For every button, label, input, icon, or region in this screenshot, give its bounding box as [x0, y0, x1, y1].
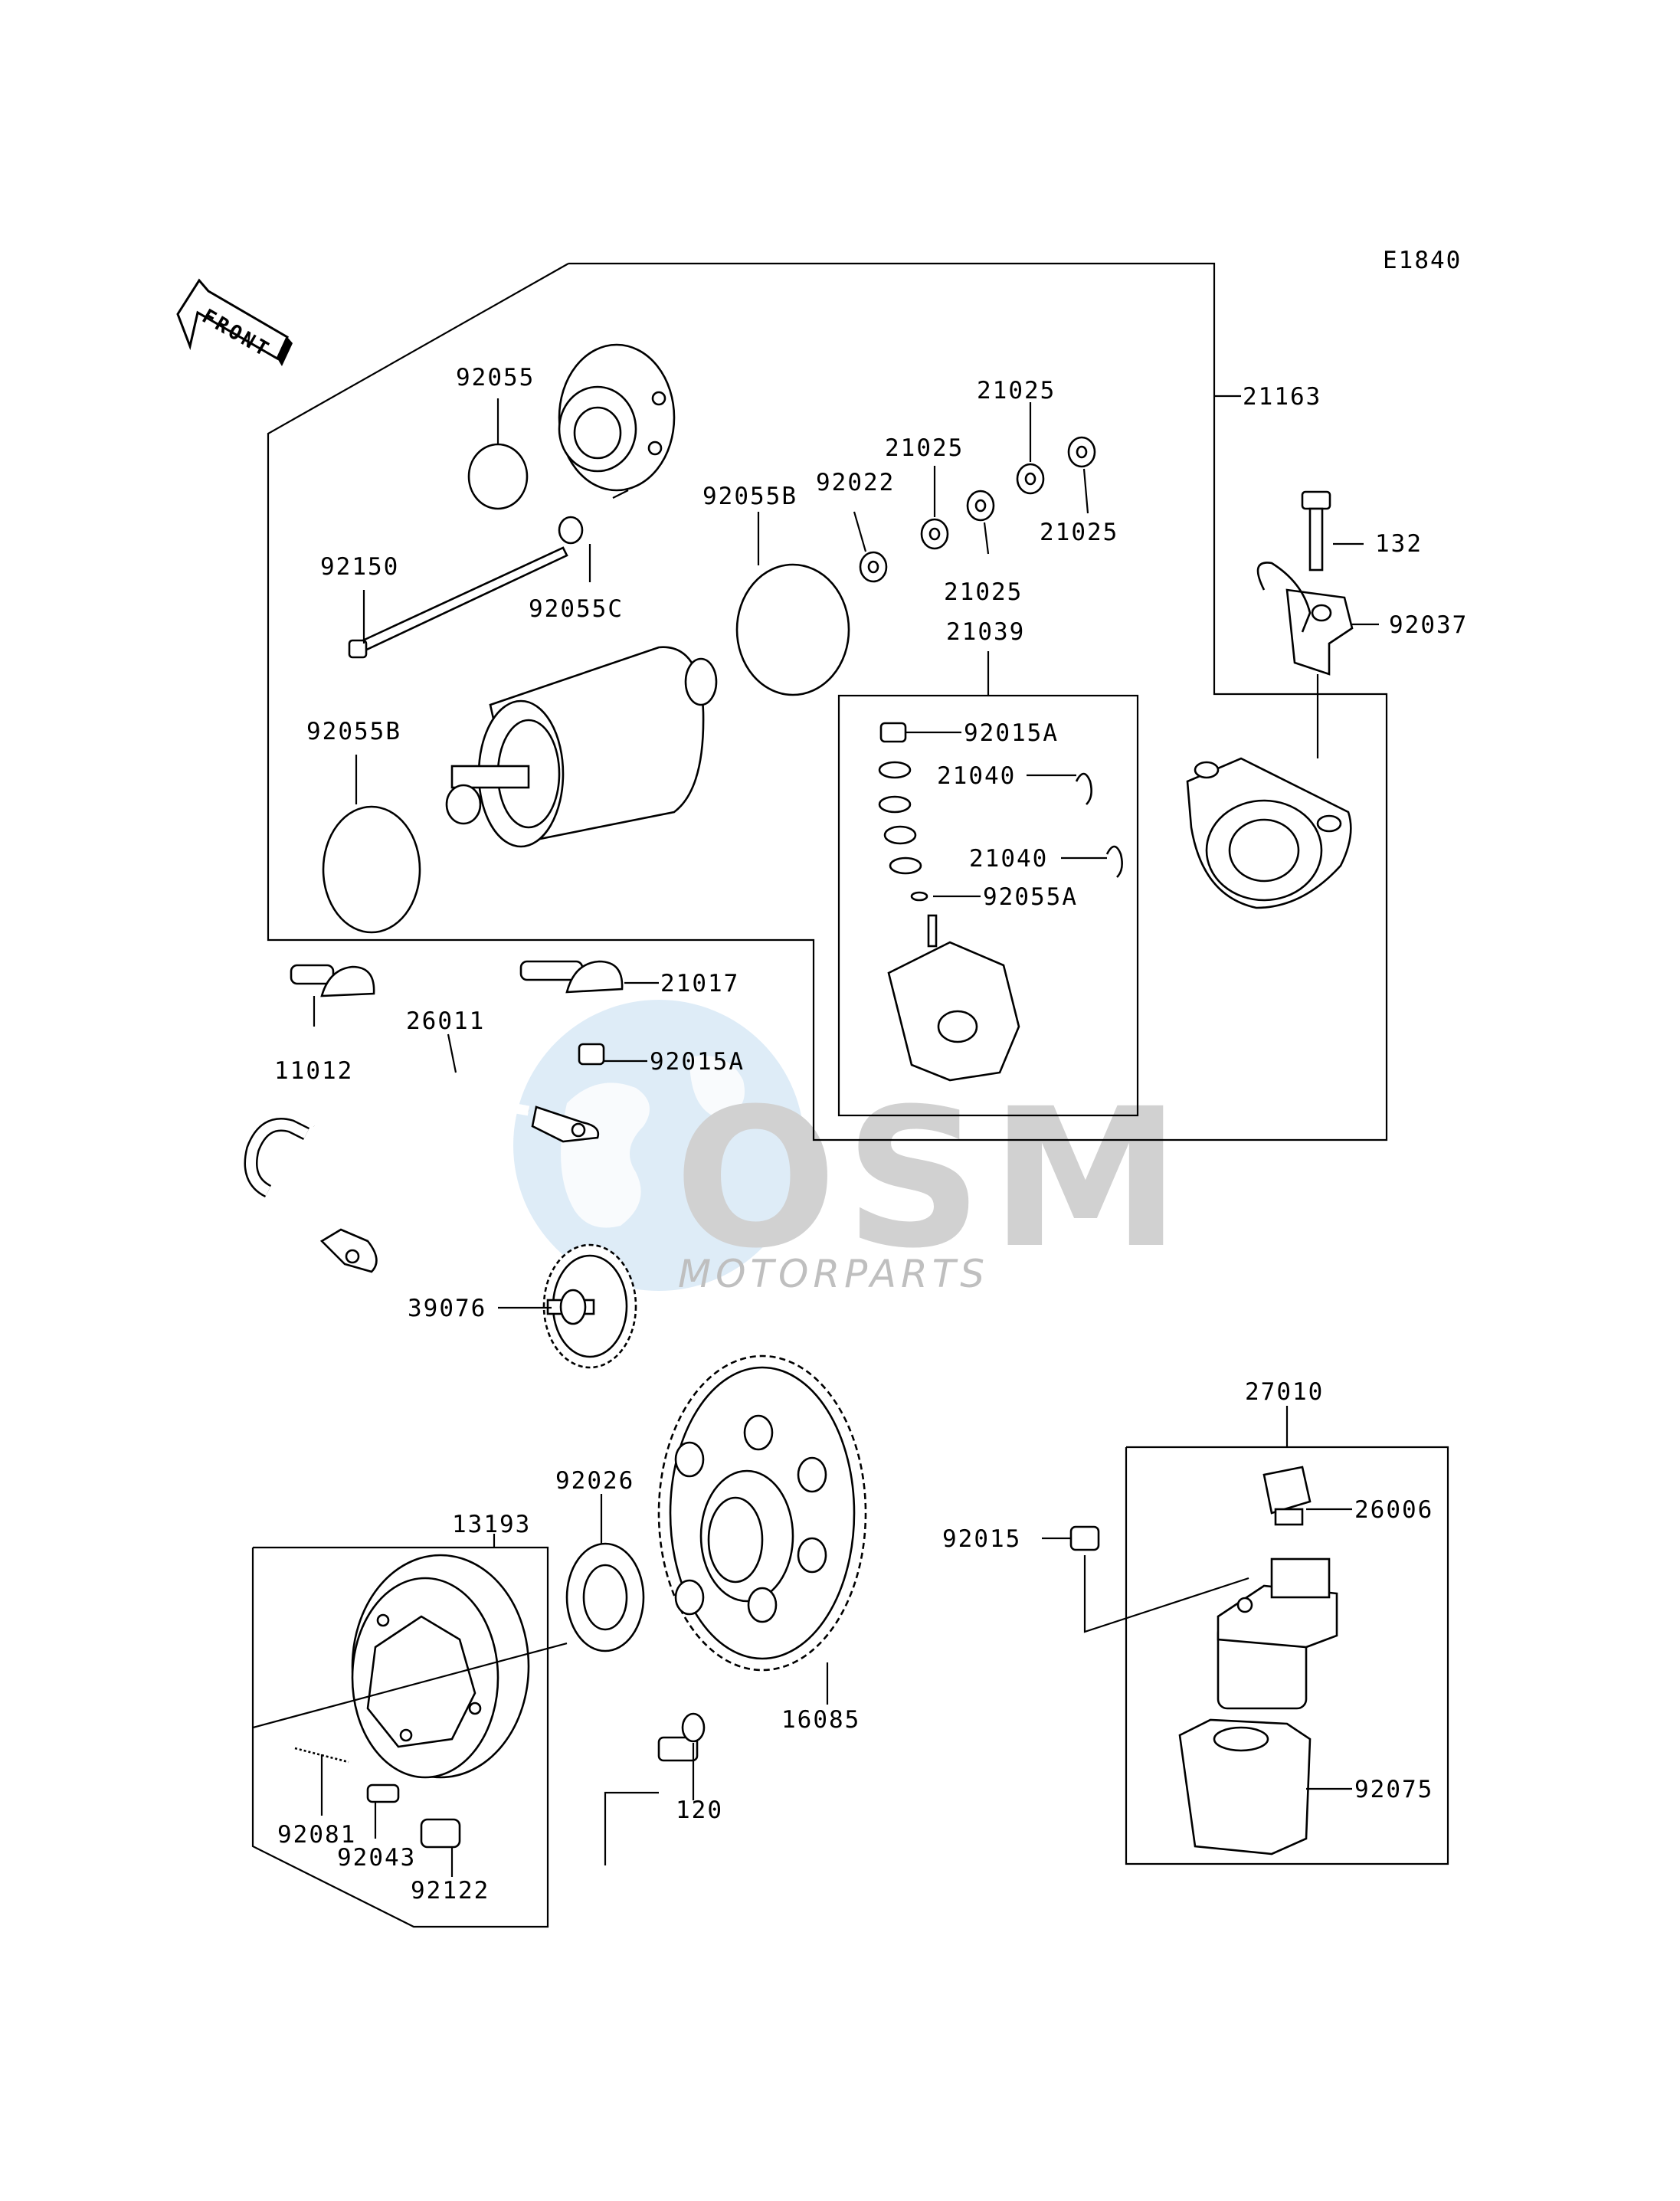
roller-92122-part — [420, 1818, 461, 1849]
label-11012: 11012 — [274, 1057, 353, 1085]
label-26011: 26011 — [406, 1007, 485, 1035]
label-92043: 92043 — [337, 1844, 416, 1872]
part-labels: E1840 21163 92055 21025 21025 92055B 920… — [274, 247, 1468, 1905]
motor-yoke-part — [445, 646, 718, 848]
relay-group-outline — [1125, 1446, 1449, 1865]
label-21025-c: 21025 — [1040, 519, 1118, 546]
plunger-92043-part — [366, 1783, 400, 1803]
washer-21025-c-part — [1016, 463, 1045, 495]
relay-cover-92075-part — [1178, 1718, 1312, 1855]
fuse-26006-part — [1262, 1466, 1312, 1526]
nut-92015A-part — [578, 1043, 605, 1066]
clutch-group-outline — [251, 1546, 549, 1928]
cap-11012-part — [290, 964, 375, 997]
diagram-code: E1840 — [1383, 247, 1462, 274]
o-ring-92055B-top-part — [735, 563, 850, 696]
cap-21017-part — [519, 960, 624, 994]
label-21163: 21163 — [1243, 383, 1321, 411]
spring-21040-a-part — [1075, 772, 1092, 805]
nut-92015A-kit-part — [879, 722, 907, 743]
spring-21040-b-part — [1105, 845, 1123, 878]
starter-motor-group-outline — [267, 262, 1388, 1141]
washer-21025-a-part — [920, 518, 949, 550]
rear-cover-part — [558, 343, 676, 492]
label-92081: 92081 — [277, 1821, 356, 1849]
label-92026: 92026 — [555, 1467, 634, 1495]
label-132: 132 — [1375, 530, 1423, 558]
o-ring-92055C-part — [558, 516, 584, 545]
through-bolt-92150-part — [348, 546, 568, 659]
label-92055B-top: 92055B — [702, 483, 797, 510]
cable-26011-part — [244, 1066, 600, 1273]
label-92055: 92055 — [456, 364, 535, 391]
bolt-132-part — [1301, 490, 1331, 572]
relay-switch-part — [1217, 1557, 1338, 1710]
front-arrow: FRONT — [176, 278, 293, 366]
o-ring-92055-part — [467, 443, 529, 510]
o-ring-92055B-left-part — [322, 805, 421, 934]
label-21017: 21017 — [660, 970, 739, 997]
leader-lines — [252, 398, 1379, 1877]
front-cover-part — [1186, 757, 1352, 909]
idler-gear-39076-part — [542, 1243, 637, 1369]
brush-holder-part — [887, 914, 1020, 1082]
label-92122: 92122 — [411, 1877, 490, 1905]
insulators-part — [878, 761, 928, 902]
label-92055B-left: 92055B — [306, 718, 401, 745]
bracket-92037-part — [1256, 562, 1354, 676]
label-27010: 27010 — [1245, 1378, 1324, 1406]
label-92055C: 92055C — [529, 595, 624, 623]
nut-92015-part — [1069, 1525, 1100, 1551]
group-lines — [251, 262, 1449, 1928]
label-13193: 13193 — [452, 1511, 531, 1538]
watermark: OSM MOTORPARTS — [513, 1000, 1188, 1296]
label-39076: 39076 — [408, 1295, 486, 1322]
label-120: 120 — [676, 1797, 723, 1824]
label-92015A: 92015A — [650, 1048, 745, 1076]
label-21025-a: 21025 — [977, 377, 1056, 404]
label-92015A-kit: 92015A — [964, 719, 1059, 747]
watermark-tagline: MOTORPARTS — [678, 1252, 989, 1296]
label-92150: 92150 — [320, 553, 399, 581]
label-92075: 92075 — [1354, 1776, 1433, 1803]
watermark-continents — [561, 1056, 745, 1228]
washer-21025-b-part — [966, 490, 995, 522]
bolt-120-part — [657, 1712, 706, 1762]
starter-clutch-13193-part — [351, 1554, 530, 1779]
label-92055A: 92055A — [983, 883, 1078, 911]
label-92037: 92037 — [1389, 611, 1468, 639]
washer-92026-part — [565, 1542, 645, 1652]
label-16085: 16085 — [781, 1706, 860, 1734]
washer-21025-d-part — [1067, 436, 1096, 468]
starter-gear-16085-part — [657, 1354, 867, 1672]
label-21039: 21039 — [946, 618, 1025, 646]
label-92015: 92015 — [942, 1525, 1021, 1553]
label-26006: 26006 — [1354, 1496, 1433, 1524]
label-21025-d: 21025 — [944, 578, 1023, 606]
label-21040-a: 21040 — [937, 762, 1016, 790]
label-21025-b: 21025 — [885, 434, 964, 462]
watermark-brand: OSM — [674, 1067, 1188, 1290]
front-arrow-shadow — [277, 337, 293, 366]
washer-92022-part — [859, 551, 888, 583]
label-92022: 92022 — [816, 469, 895, 496]
label-21040-b: 21040 — [969, 845, 1048, 873]
